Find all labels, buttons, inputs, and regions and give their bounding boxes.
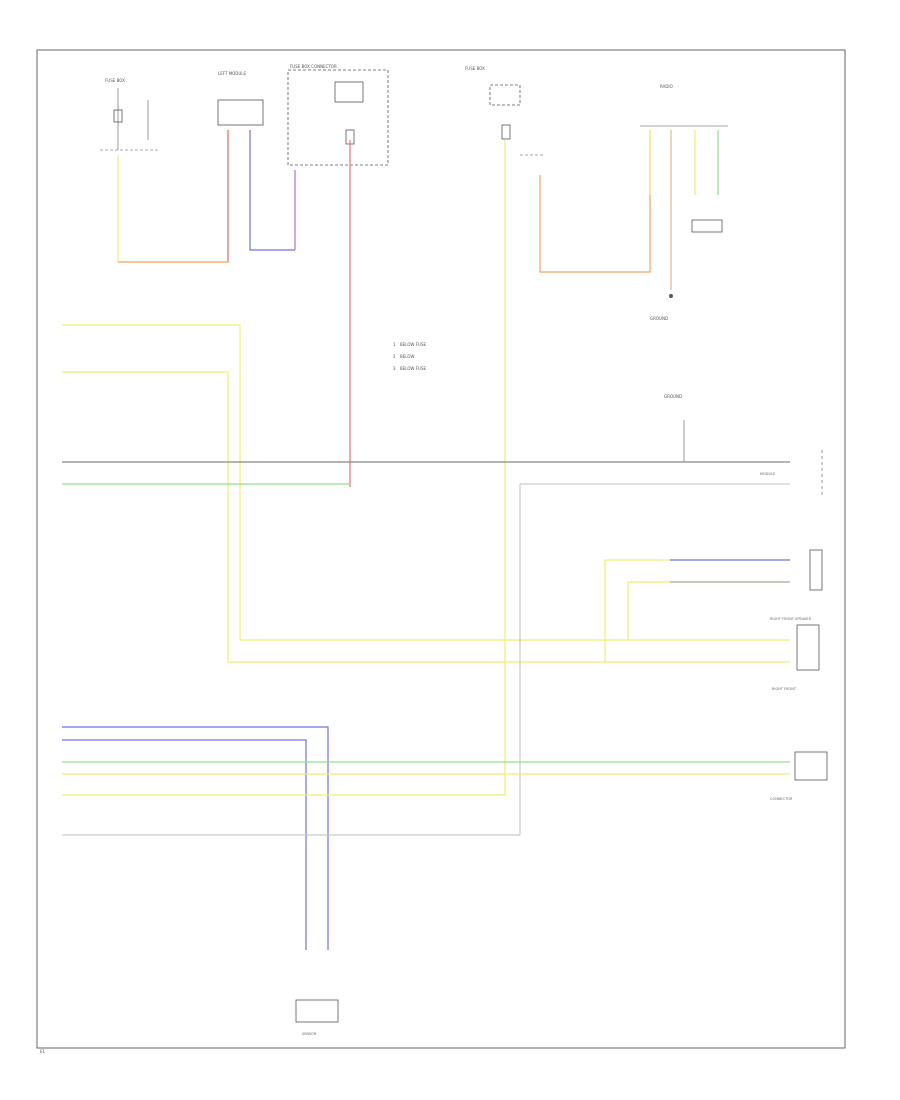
ground-mid: GROUND <box>650 294 673 321</box>
wire-yellow-4 <box>627 581 790 640</box>
wire-blue-1 <box>62 726 329 950</box>
wires-bottom <box>62 726 790 950</box>
wire-left-orange <box>118 130 229 263</box>
legend-num-1: 1 <box>393 342 396 347</box>
left-module-label: LEFT MODULE <box>218 71 247 76</box>
radio-component: RADIO <box>640 84 728 233</box>
right-fuse-box: FUSE BOX <box>465 66 545 156</box>
bottom-sensor: SENSOR <box>295 999 339 1036</box>
wire-yellow-3 <box>604 559 790 662</box>
ground-main-label: GROUND <box>664 394 682 399</box>
legend-num-2: 2 <box>393 354 396 359</box>
right-connectors: MODULE RIGHT FRONT SPEAKER RIGHT FRONT C… <box>760 450 828 801</box>
page-number: E1 <box>40 1049 46 1054</box>
legend-text-2: BELOW <box>400 354 415 359</box>
left-module: LEFT MODULE <box>217 71 264 126</box>
wire-blue-2 <box>62 739 307 950</box>
legend-text-3: BELOW FUSE <box>400 366 427 371</box>
right-fuse-box-label: FUSE BOX <box>465 66 485 71</box>
center-fuse-box-label: FUSE BOX CONNECTOR <box>290 64 337 69</box>
legend: 1 BELOW FUSE 2 BELOW 3 BELOW FUSE <box>393 342 427 371</box>
wires-top <box>117 130 719 795</box>
ground-main: GROUND <box>664 394 685 462</box>
right-conn-3-label: RIGHT FRONT <box>772 687 797 691</box>
bottom-sensor-label: SENSOR <box>302 1032 317 1036</box>
legend-num-3: 3 <box>393 366 396 371</box>
legend-text-1: BELOW FUSE <box>400 342 427 347</box>
fuse-block-left: FUSE BOX <box>100 78 160 151</box>
center-fuse-box: FUSE BOX CONNECTOR <box>287 64 389 166</box>
wire-yellow-1 <box>62 324 790 641</box>
wires-middle <box>62 324 790 835</box>
wire-blue <box>249 130 295 251</box>
diagram-frame <box>36 49 846 1049</box>
fuse-block-left-label: FUSE BOX <box>105 78 125 83</box>
ground-mid-label: GROUND <box>650 316 668 321</box>
radio-label: RADIO <box>660 84 673 89</box>
right-conn-1-label: MODULE <box>760 472 775 476</box>
wire-right-orange <box>539 130 651 273</box>
right-conn-4-label: CONNECTOR <box>770 797 793 801</box>
right-conn-2-label: RIGHT FRONT SPEAKER <box>770 617 812 621</box>
wire-yellow-2 <box>62 371 790 663</box>
